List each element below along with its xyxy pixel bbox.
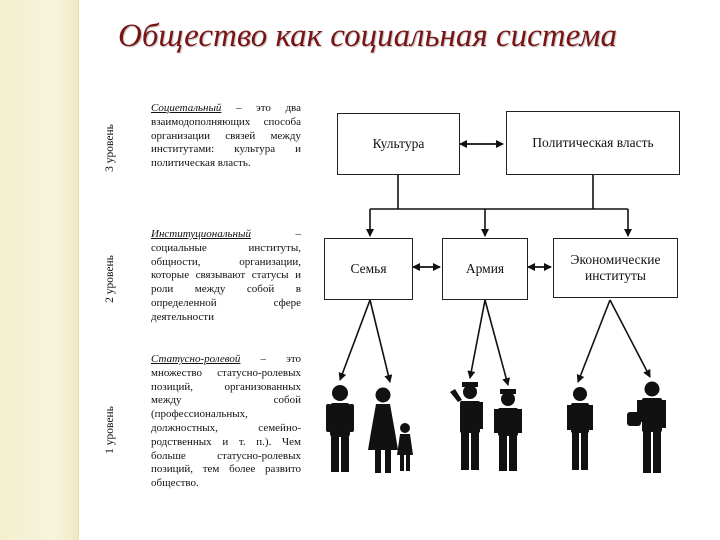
box-political-power: Политическая власть [506, 111, 680, 175]
arrow-army-soldier1 [467, 299, 486, 379]
box-family: Семья [324, 238, 413, 300]
level-1-description: Статусно-ролевой – это множество статусн… [151, 353, 301, 491]
decorative-band [0, 0, 79, 540]
man-figure [326, 385, 354, 472]
arrow-economy-person1 [576, 299, 611, 383]
arrow-army-soldier2 [484, 299, 511, 386]
level-2-term: Институциональный [151, 228, 251, 240]
worker-figure [567, 387, 593, 470]
box-culture: Культура [337, 113, 460, 175]
page-title: Общество как социальная система [118, 18, 617, 54]
level-3-term: Социетальный [151, 102, 222, 114]
arrow-family-woman [369, 299, 393, 383]
woman-figure [368, 387, 398, 473]
arrow-family-man [338, 299, 371, 381]
level-3-text: – это два взаимодополняющих способа орга… [151, 102, 301, 170]
level-2-description: Институциональный – социальные институты… [151, 228, 301, 325]
soldier-figure [494, 389, 522, 471]
box-economic-institutions: Экономические институты [553, 238, 678, 298]
level-1-term: Статусно-ролевой [151, 353, 241, 365]
level-3-description: Социетальный – это два взаимодополняющих… [151, 102, 301, 171]
box-army: Армия [442, 238, 528, 300]
soldier-saluting-figure [450, 382, 483, 470]
arrow-economy-person2 [609, 299, 651, 378]
businessman-figure [627, 381, 666, 473]
level-2-text: – социальные институты, общности, органи… [151, 228, 301, 323]
child-figure [397, 423, 413, 471]
level-1-text: – это множество статусно-ролевых позиций… [151, 353, 301, 490]
